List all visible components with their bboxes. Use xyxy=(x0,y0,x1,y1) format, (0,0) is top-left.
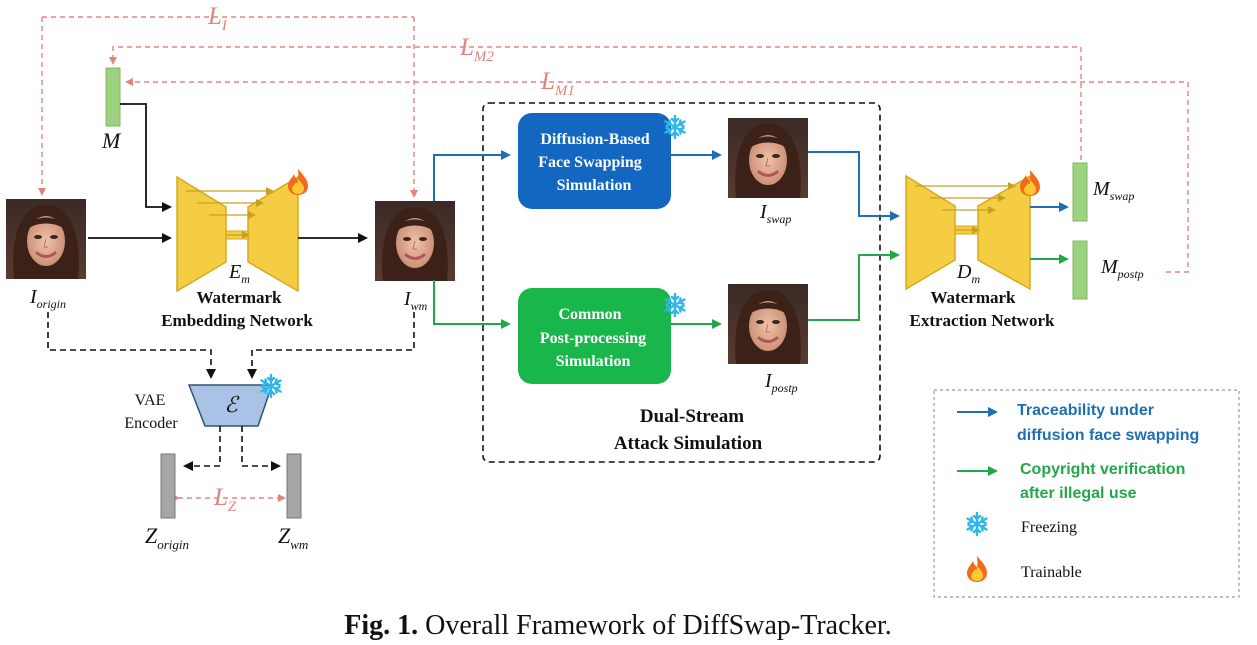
label-i-swap: Iswap xyxy=(759,201,791,226)
loss-li-label: LI xyxy=(207,3,228,34)
common-line-1: Common xyxy=(558,306,621,323)
loss-lines xyxy=(38,16,1189,502)
label-i-postp: Ipostp xyxy=(764,370,798,395)
figure-caption: Fig. 1. Overall Framework of DiffSwap-Tr… xyxy=(344,610,891,641)
message-m-postp-bar xyxy=(1072,240,1088,300)
arrow-m-to-embedder xyxy=(120,103,172,212)
diffusion-line-1: Diffusion-Based xyxy=(540,131,649,148)
image-postp xyxy=(726,282,810,366)
diffusion-line-3: Simulation xyxy=(557,177,632,194)
dual-stream-label-1: Dual-Stream xyxy=(640,406,744,427)
diffusion-box xyxy=(518,113,671,209)
message-m-label: M xyxy=(101,128,122,153)
latent-z-origin-bar xyxy=(160,453,176,519)
loss-lm1-path xyxy=(125,78,1189,273)
legend-freezing: Freezing xyxy=(1021,519,1077,536)
common-line-2: Post-processing xyxy=(540,330,646,347)
message-m-bar xyxy=(105,67,121,127)
label-i-origin: Iorigin xyxy=(29,286,66,311)
dual-stream-label-2: Attack Simulation xyxy=(614,433,763,454)
dashed-vae-to-zwm xyxy=(241,426,281,471)
vae-label-2: Encoder xyxy=(124,415,178,432)
arrow-swap-to-extractor xyxy=(808,151,900,221)
label-z-origin: Zorigin xyxy=(145,523,189,552)
fire-icon xyxy=(967,556,987,582)
dashed-vae-to-zorigin xyxy=(183,426,221,471)
loss-lm2-path xyxy=(109,46,1082,160)
extraction-label-1: Watermark xyxy=(931,288,1017,307)
vae-encoder-shape xyxy=(187,384,274,427)
diffusion-line-2: Face Swapping xyxy=(538,154,642,171)
legend-blue-line-1: Traceability under xyxy=(1017,402,1154,419)
image-origin xyxy=(4,197,88,281)
label-m-postp: Mpostp xyxy=(1100,256,1144,281)
common-line-3: Simulation xyxy=(556,353,631,370)
label-d-m: Dm xyxy=(956,261,980,286)
vae-symbol: ℰ xyxy=(224,392,240,417)
snowflake-icon xyxy=(966,511,988,537)
embedding-label-1: Watermark xyxy=(197,288,283,307)
legend-blue-line-2: diffusion face swapping xyxy=(1017,427,1199,444)
legend-green-line-2: after illegal use xyxy=(1020,485,1137,502)
common-box xyxy=(518,288,671,384)
loss-lm1-label: LM1 xyxy=(540,68,575,99)
arrow-wm-to-diffusion xyxy=(433,150,511,201)
legend-box xyxy=(933,389,1240,598)
dual-stream-container xyxy=(482,102,881,463)
latent-z-wm-bar xyxy=(286,453,302,519)
arrow-postp-to-extractor xyxy=(808,250,900,321)
label-i-wm: Iwm xyxy=(403,288,428,313)
label-e-m: Em xyxy=(228,261,250,286)
embedding-network xyxy=(176,175,299,293)
message-m-swap-bar xyxy=(1072,162,1088,222)
image-swap xyxy=(726,116,810,200)
vae-label-1: VAE xyxy=(135,392,166,409)
legend-trainable: Trainable xyxy=(1021,564,1082,581)
dashed-origin-to-vae xyxy=(47,312,216,379)
loss-lz-label: LZ xyxy=(213,484,237,515)
fire-icon xyxy=(288,169,308,195)
legend-green-line-1: Copyright verification xyxy=(1020,461,1185,478)
loss-lm2-label: LM2 xyxy=(459,34,494,65)
dashed-wm-to-vae xyxy=(247,312,415,379)
extraction-label-2: Extraction Network xyxy=(910,311,1055,330)
label-z-wm: Zwm xyxy=(278,523,308,552)
label-m-swap: Mswap xyxy=(1092,178,1134,203)
image-wm xyxy=(373,199,457,283)
fire-icon xyxy=(1020,170,1040,196)
arrow-wm-to-common xyxy=(433,280,511,329)
embedding-label-2: Embedding Network xyxy=(161,311,313,330)
extraction-network xyxy=(905,174,1031,291)
